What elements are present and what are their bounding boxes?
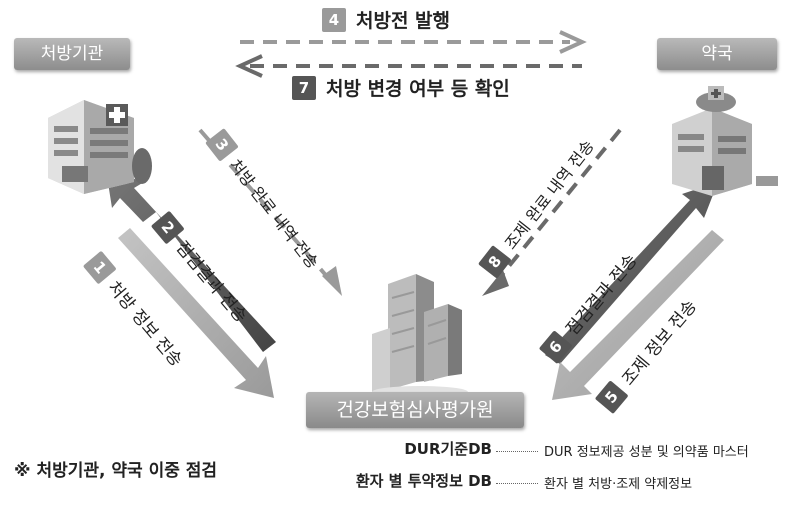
step-4-label: 4 처방전 발행 — [322, 6, 450, 33]
arrow-step-8 — [482, 128, 622, 296]
arrow-step-4 — [240, 30, 587, 54]
db-dur-desc: DUR 정보제공 성분 및 의약품 마스터 — [544, 445, 749, 460]
db-dur-name: DUR기준DB — [404, 440, 492, 458]
pharmacy-label: 약국 — [657, 38, 777, 70]
office-buildings-icon — [372, 274, 468, 398]
step-4-number: 4 — [322, 7, 346, 32]
hospital-building-icon — [48, 100, 152, 194]
hospital-label: 처방기관 — [14, 38, 130, 70]
db-patient-connector — [496, 483, 538, 484]
db-dur-connector — [496, 451, 538, 452]
arrow-step-1 — [118, 228, 274, 398]
db-patient-desc: 환자 별 처방·조제 약제정보 — [544, 477, 693, 492]
pharmacy-building-icon — [672, 86, 778, 196]
arrow-step-5 — [552, 230, 724, 400]
step-7-text: 처방 변경 여부 등 확인 — [326, 78, 510, 100]
db-patient-name: 환자 별 투약정보 DB — [355, 472, 492, 490]
arrow-step-7 — [235, 54, 582, 78]
step-4-text: 처방전 발행 — [356, 10, 451, 32]
double-check-note: ※ 처방기관, 약국 이중 점검 — [14, 461, 218, 481]
step-7-label: 7 처방 변경 여부 등 확인 — [292, 74, 510, 101]
hira-label: 건강보험심사평가원 — [306, 392, 524, 428]
arrow-step-6 — [545, 182, 718, 364]
step-7-number: 7 — [292, 75, 316, 100]
arrow-step-2 — [106, 170, 276, 352]
